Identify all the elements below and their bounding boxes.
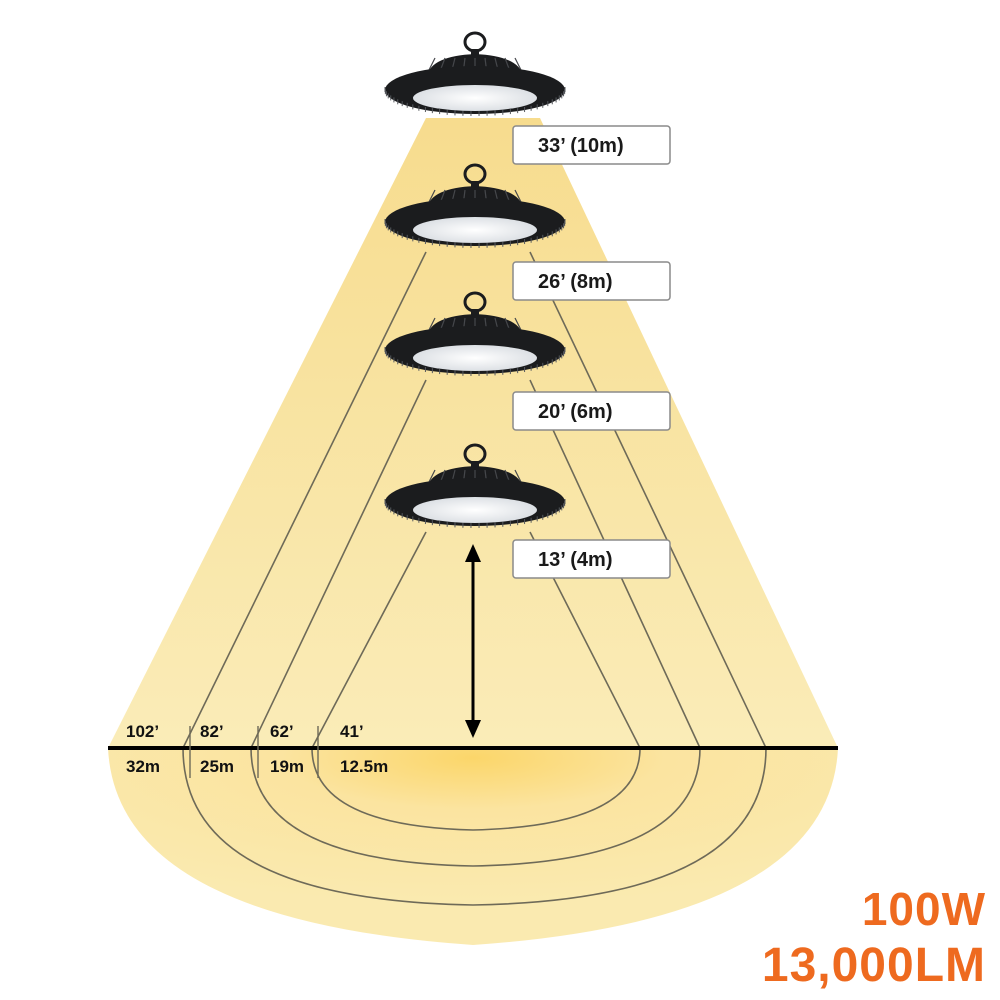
- mounting-height-labels: 33’ (10m) 26’ (8m) 20’ (6m) 13’ (4m): [512, 125, 671, 579]
- hanging-ring-icon: [463, 31, 487, 53]
- mounting-height-text: 26’ (8m): [538, 271, 612, 293]
- mounting-height-text: 20’ (6m): [538, 401, 612, 423]
- mounting-height-label: 13’ (4m): [512, 539, 671, 579]
- fixtures: [384, 31, 566, 528]
- mounting-height-label: 26’ (8m): [512, 261, 671, 301]
- beam-line-left-20ft: [250, 379, 427, 749]
- coverage-feet-label: 62’: [270, 722, 294, 741]
- light-beam-cone: [108, 118, 838, 748]
- coverage-meters-label: 25m: [200, 757, 234, 776]
- coverage-ring-41ft: [311, 747, 641, 831]
- beam-line-right-26ft: [529, 251, 767, 749]
- coverage-meters-label: 12.5m: [340, 757, 388, 776]
- floor-light-pool: [108, 748, 838, 945]
- height-arrow: [465, 544, 481, 738]
- coverage-ring-82ft: [182, 747, 767, 906]
- fixture-lens: [413, 345, 537, 371]
- coverage-rings: [182, 747, 767, 906]
- fixture-lens: [413, 217, 537, 243]
- arrow-head-down: [465, 720, 481, 738]
- lumen-spec: 13,000LM: [761, 939, 986, 992]
- ufo-high-bay-fixture: [384, 31, 566, 116]
- ufo-high-bay-fixture: [384, 443, 566, 528]
- mounting-height-label: 20’ (6m): [512, 391, 671, 431]
- coverage-meters-label: 32m: [126, 757, 160, 776]
- mounting-height-text: 33’ (10m): [538, 135, 624, 157]
- ufo-high-bay-fixture: [384, 163, 566, 248]
- coverage-ring-62ft: [250, 747, 701, 867]
- fixture-lens: [413, 85, 537, 111]
- fixture-lens: [413, 497, 537, 523]
- coverage-feet-label: 102’: [126, 722, 159, 741]
- wattage-spec: 100W: [861, 883, 986, 935]
- beam-line-left-13ft: [311, 531, 427, 749]
- coverage-meters-label: 19m: [270, 757, 304, 776]
- mounting-height-text: 13’ (4m): [538, 549, 612, 571]
- mounting-height-label: 33’ (10m): [512, 125, 671, 165]
- arrow-head-up: [465, 544, 481, 562]
- ufo-high-bay-fixture: [384, 291, 566, 376]
- coverage-diameter-labels: 102’ 32m 82’ 25m 62’ 19m 41’ 12.5m: [126, 722, 388, 778]
- coverage-feet-label: 82’: [200, 722, 224, 741]
- coverage-feet-label: 41’: [340, 722, 364, 741]
- beam-line-left-26ft: [182, 251, 427, 749]
